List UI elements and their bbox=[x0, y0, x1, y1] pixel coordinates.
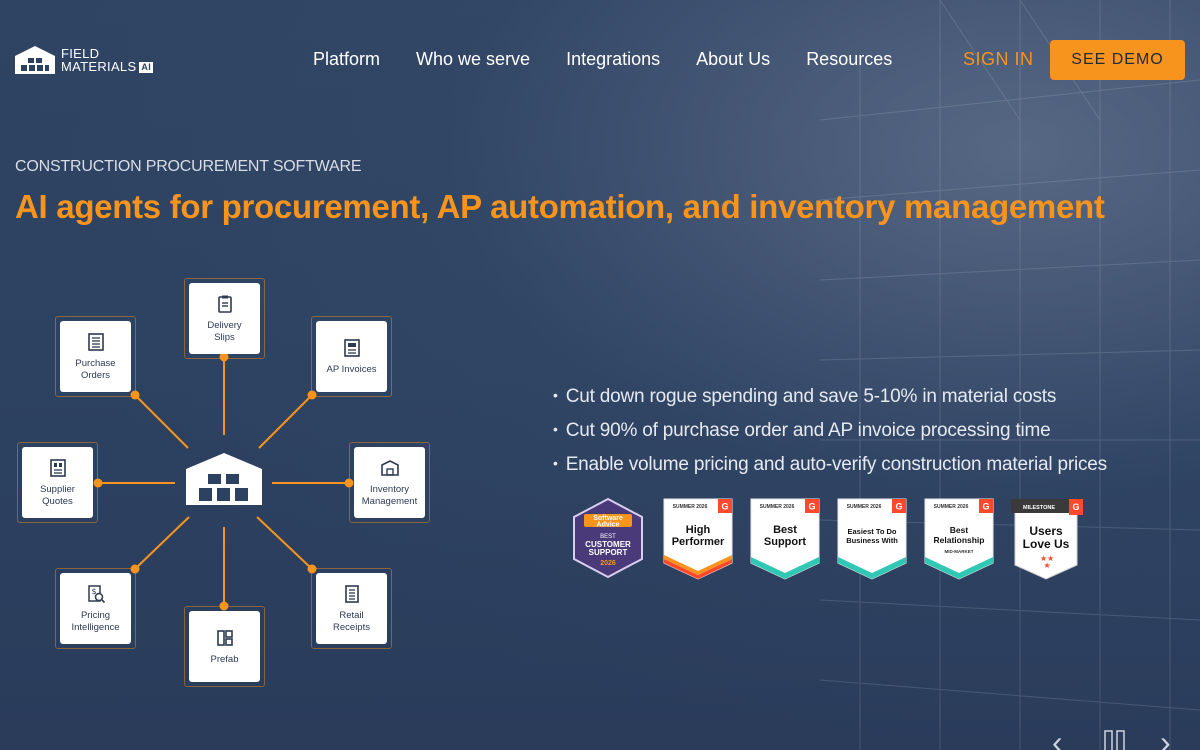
invoice-icon bbox=[343, 338, 360, 357]
badge-sa-line1: BEST bbox=[600, 534, 616, 540]
badge-season: SUMMER 2026 bbox=[673, 504, 708, 510]
node-purchase-orders[interactable]: Purchase Orders bbox=[55, 316, 136, 397]
g2-easiest-business-badge: G SUMMER 2026 Easiest To Do Business Wit… bbox=[837, 498, 907, 580]
badge-line2: Relationship bbox=[933, 535, 984, 545]
node-retail-receipts[interactable]: Retail Receipts bbox=[311, 568, 392, 649]
node-supplier-quotes[interactable]: Supplier Quotes bbox=[17, 442, 98, 523]
node-label-line2: Management bbox=[361, 495, 418, 507]
svg-text:G: G bbox=[1072, 502, 1079, 512]
nav-who-we-serve[interactable]: Who we serve bbox=[416, 49, 531, 69]
node-label-line2: Intelligence bbox=[71, 621, 120, 633]
benefit-list: Cut down rogue spending and save 5-10% i… bbox=[553, 379, 1107, 481]
clipboard-icon bbox=[217, 295, 232, 313]
badge-season: SUMMER 2026 bbox=[847, 504, 882, 510]
node-label-line1: Prefab bbox=[210, 653, 239, 665]
badge-sa-line3: SUPPORT bbox=[589, 548, 628, 557]
badge-line1: Users bbox=[1029, 524, 1063, 538]
node-label-line1: Purchase bbox=[75, 357, 116, 369]
see-demo-button[interactable]: SEE DEMO bbox=[1050, 40, 1185, 80]
svg-text:★: ★ bbox=[1040, 554, 1047, 563]
nav-about-us[interactable]: About Us bbox=[696, 49, 771, 69]
node-label-line1: Inventory bbox=[369, 483, 410, 495]
node-label-line2: Orders bbox=[80, 369, 111, 381]
badge-season: SUMMER 2026 bbox=[934, 504, 969, 510]
svg-text:$: $ bbox=[91, 587, 96, 596]
node-label-line2: Quotes bbox=[42, 495, 73, 507]
nav-platform[interactable]: Platform bbox=[313, 49, 381, 69]
node-pricing-intelligence[interactable]: $ Pricing Intelligence bbox=[55, 568, 136, 649]
g2-users-love-us-badge: G MILESTONE Users Love Us ★★★ bbox=[1011, 499, 1083, 580]
badge-sub: MID-MARKET bbox=[945, 549, 974, 554]
building-backdrop bbox=[819, 0, 1200, 750]
award-badges: Software Advice BEST CUSTOMER SUPPORT 20… bbox=[570, 497, 1090, 587]
brand-line1: FIELD bbox=[61, 46, 100, 61]
warehouse-logo-icon bbox=[15, 46, 55, 74]
benefit-item: Cut 90% of purchase order and AP invoice… bbox=[553, 413, 1107, 447]
node-prefab[interactable]: Prefab bbox=[184, 606, 265, 687]
badge-line1: High bbox=[686, 524, 711, 536]
brand-line2: MATERIALS bbox=[61, 59, 137, 74]
software-advice-badge: Software Advice BEST CUSTOMER SUPPORT 20… bbox=[573, 497, 643, 579]
badge-line2: Business With bbox=[846, 536, 898, 545]
badge-line2: Support bbox=[764, 536, 806, 548]
list-document-icon bbox=[87, 332, 104, 351]
node-label-line1: Supplier bbox=[40, 483, 75, 495]
svg-text:G: G bbox=[982, 502, 989, 512]
node-ap-invoices[interactable]: AP Invoices bbox=[311, 316, 392, 397]
badge-line2: Love Us bbox=[1023, 537, 1070, 551]
benefit-item: Cut down rogue spending and save 5-10% i… bbox=[553, 379, 1107, 413]
badge-sa-top2: Advice bbox=[597, 522, 620, 529]
quote-icon bbox=[49, 458, 66, 477]
badge-season: SUMMER 2026 bbox=[760, 504, 795, 510]
price-search-icon: $ bbox=[87, 584, 105, 603]
g2-high-performer-badge: G SUMMER 2026 High Performer bbox=[663, 498, 733, 580]
g2-best-relationship-badge: G SUMMER 2026 Best Relationship MID-MARK… bbox=[924, 498, 994, 580]
node-label-line2: Receipts bbox=[333, 621, 370, 633]
badge-line2: Performer bbox=[672, 536, 725, 548]
hero-headline: AI agents for procurement, AP automation… bbox=[15, 188, 1105, 225]
node-label-line1: Pricing bbox=[80, 609, 111, 621]
star-icon: ★★★ bbox=[1040, 554, 1054, 570]
chevron-right-icon[interactable]: › bbox=[1160, 724, 1171, 750]
node-label-line1: Delivery bbox=[207, 319, 242, 331]
node-label-line1: Retail bbox=[339, 609, 364, 621]
badge-line1: Best bbox=[950, 525, 969, 535]
node-label-line2: Slips bbox=[214, 331, 235, 343]
badge-season: MILESTONE bbox=[1023, 505, 1055, 511]
g2-best-support-badge: G SUMMER 2026 Best Support bbox=[750, 498, 820, 580]
warehouse-hub-icon bbox=[186, 453, 262, 505]
layout-icon bbox=[216, 629, 233, 646]
badge-line1: Easiest To Do bbox=[847, 527, 896, 536]
nav-integrations[interactable]: Integrations bbox=[566, 49, 661, 69]
node-delivery-slips[interactable]: Delivery Slips bbox=[184, 278, 265, 359]
badge-sa-top: Software bbox=[593, 515, 623, 522]
nav-resources[interactable]: Resources bbox=[806, 49, 893, 69]
warehouse-icon bbox=[380, 459, 399, 476]
badge-sa-year: 2026 bbox=[600, 560, 616, 567]
hero-eyebrow: CONSTRUCTION PROCUREMENT SOFTWARE bbox=[15, 158, 362, 175]
svg-text:G: G bbox=[808, 502, 815, 512]
badge-line1: Best bbox=[773, 524, 797, 536]
main-nav: Platform Who we serve Integrations About… bbox=[313, 48, 928, 70]
benefit-item: Enable volume pricing and auto-verify co… bbox=[553, 447, 1107, 481]
sign-in-link[interactable]: SIGN IN bbox=[963, 49, 1034, 69]
node-inventory-management[interactable]: Inventory Management bbox=[349, 442, 430, 523]
badge-sa-line2: CUSTOMER bbox=[585, 540, 631, 549]
pause-icon[interactable] bbox=[1104, 730, 1128, 750]
svg-text:G: G bbox=[721, 502, 728, 512]
svg-text:G: G bbox=[895, 502, 902, 512]
chevron-left-icon[interactable]: ‹ bbox=[1052, 724, 1063, 750]
svg-text:★: ★ bbox=[1047, 554, 1054, 563]
brand-ai-badge: AI bbox=[139, 62, 154, 73]
workflow-diagram: Delivery Slips AP Invoices Inventory Man… bbox=[0, 270, 450, 700]
node-label-line1: AP Invoices bbox=[326, 363, 377, 375]
svg-text:★: ★ bbox=[1044, 561, 1051, 570]
receipt-icon bbox=[344, 584, 359, 603]
